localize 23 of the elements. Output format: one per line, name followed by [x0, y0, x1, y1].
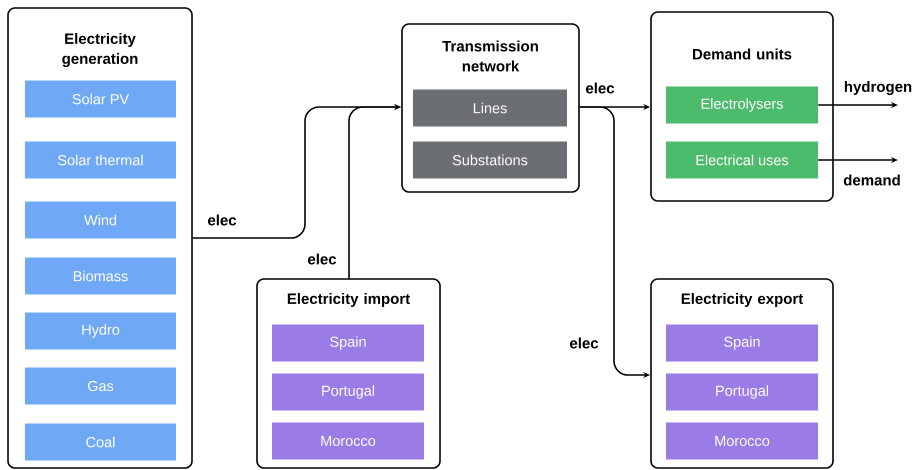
item-box: Electrolysers	[666, 86, 818, 124]
item-box: Solar PV	[25, 80, 176, 118]
edge-label: hydrogen	[842, 80, 914, 96]
item-box: Spain	[272, 324, 424, 362]
item-box: Wind	[25, 202, 176, 238]
item-box: Hydro	[25, 312, 176, 350]
edge-label: elec	[584, 81, 616, 94]
item-box: Electrical uses	[666, 142, 818, 178]
item-box: Morocco	[272, 422, 424, 460]
item-box: Biomass	[25, 258, 176, 294]
item-box: Portugal	[272, 374, 424, 410]
edge-label: demand	[842, 174, 902, 186]
edge-label: elec	[206, 213, 238, 226]
item-box: Spain	[666, 324, 818, 362]
edge-label: elec	[306, 252, 338, 266]
item-box: Gas	[25, 368, 176, 404]
item-box: Solar thermal	[25, 142, 176, 178]
edge-label: elec	[568, 336, 600, 350]
item-box: Coal	[25, 424, 176, 460]
item-box: Morocco	[666, 422, 818, 460]
item-box: Lines	[413, 90, 567, 126]
item-box: Substations	[413, 142, 567, 178]
item-box: Portugal	[666, 374, 818, 410]
